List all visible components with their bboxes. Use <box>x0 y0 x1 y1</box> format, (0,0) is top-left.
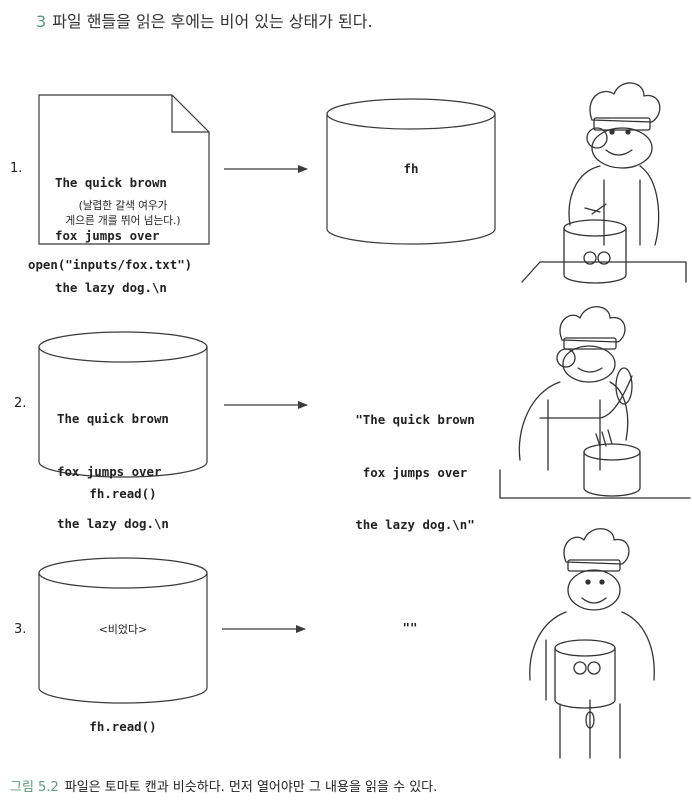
step-number-2: 2. <box>14 396 27 411</box>
chef-icon <box>521 82 687 284</box>
empty-can-label: <비었다> <box>98 623 148 636</box>
document-line: The quick brown <box>55 175 167 190</box>
empty-string-result: "" <box>402 620 418 635</box>
figure-caption: 그림 5.2 파일은 토마토 캔과 비슷하다. 먼저 열어야만 그 내용을 읽을 … <box>10 776 437 795</box>
step-number-3: 3. <box>14 622 27 637</box>
document-note-line: (날렵한 갈색 여우가 <box>78 200 168 212</box>
can-line: The quick brown <box>57 411 169 426</box>
chef-icon <box>529 528 655 759</box>
result-line: the lazy dog.\n" <box>355 517 475 532</box>
can-icon <box>38 331 208 478</box>
chef-icon <box>499 306 691 499</box>
can-line: the lazy dog.\n <box>57 516 169 531</box>
read-result: "The quick brown fox jumps over the lazy… <box>330 376 500 551</box>
can-contents: The quick brown fox jumps over the lazy … <box>57 375 207 550</box>
open-call-label: open("inputs/fox.txt") <box>28 257 193 272</box>
figure-heading: 3 파일 핸들을 읽은 후에는 비어 있는 상태가 된다. <box>36 8 373 32</box>
step-number-1: 1. <box>10 161 23 176</box>
can-icon <box>326 98 496 245</box>
heading-text: 파일 핸들을 읽은 후에는 비어 있는 상태가 된다. <box>52 12 373 31</box>
document-line: the lazy dog.\n <box>55 280 167 295</box>
can-icon <box>38 557 208 704</box>
read-call-label: fh.read() <box>89 719 157 734</box>
caption-text: 파일은 토마토 캔과 비슷하다. 먼저 열어야만 그 내용을 읽을 수 있다. <box>64 780 438 795</box>
result-line: fox jumps over <box>362 464 468 480</box>
document-note-line: 게으른 개를 뛰어 넘는다.) <box>65 215 181 227</box>
document-icon <box>38 94 210 245</box>
document-note: (날렵한 갈색 여우가 게으른 개를 뛰어 넘는다.) <box>40 199 206 229</box>
file-handle-label: fh <box>403 161 419 176</box>
document-text: The quick brown fox jumps over the lazy … <box>55 139 205 314</box>
can-line: fox jumps over <box>57 463 162 479</box>
read-call-label: fh.read() <box>89 486 157 501</box>
result-line: "The quick brown <box>355 412 475 427</box>
caption-label: 그림 5.2 <box>10 780 59 795</box>
document-line: fox jumps over <box>55 227 160 243</box>
heading-number: 3 <box>36 12 47 31</box>
